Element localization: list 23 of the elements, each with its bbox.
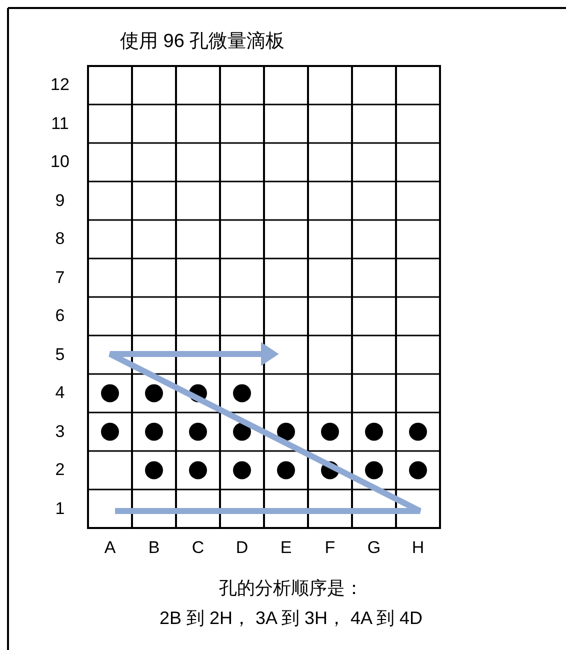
column-letter: A bbox=[103, 538, 117, 558]
column-letter: E bbox=[279, 538, 293, 558]
order-text: 2B 到 2H， 3A 到 3H， 4A 到 4D bbox=[158, 607, 424, 630]
row-number: 10 bbox=[50, 152, 70, 172]
column-letter: D bbox=[234, 538, 250, 558]
column-letter: F bbox=[324, 538, 336, 558]
column-letter: C bbox=[190, 538, 206, 558]
row-number: 7 bbox=[54, 268, 66, 288]
caption-text: 孔的分析顺序是： bbox=[218, 577, 364, 600]
row-number: 9 bbox=[54, 190, 66, 211]
plate-title: 使用 96 孔微量滴板 bbox=[120, 30, 285, 54]
column-letter: G bbox=[366, 538, 382, 558]
row-number: 8 bbox=[54, 229, 66, 250]
row-number: 12 bbox=[50, 75, 70, 96]
row-number: 2 bbox=[54, 460, 66, 480]
row-number: 4 bbox=[54, 383, 66, 404]
row-number: 6 bbox=[54, 306, 66, 326]
row-number: 1 bbox=[54, 498, 66, 519]
column-letter: B bbox=[147, 538, 161, 558]
column-letter: H bbox=[410, 538, 426, 558]
row-number: 11 bbox=[50, 114, 70, 134]
row-number: 5 bbox=[54, 344, 66, 365]
row-number: 3 bbox=[54, 422, 66, 442]
